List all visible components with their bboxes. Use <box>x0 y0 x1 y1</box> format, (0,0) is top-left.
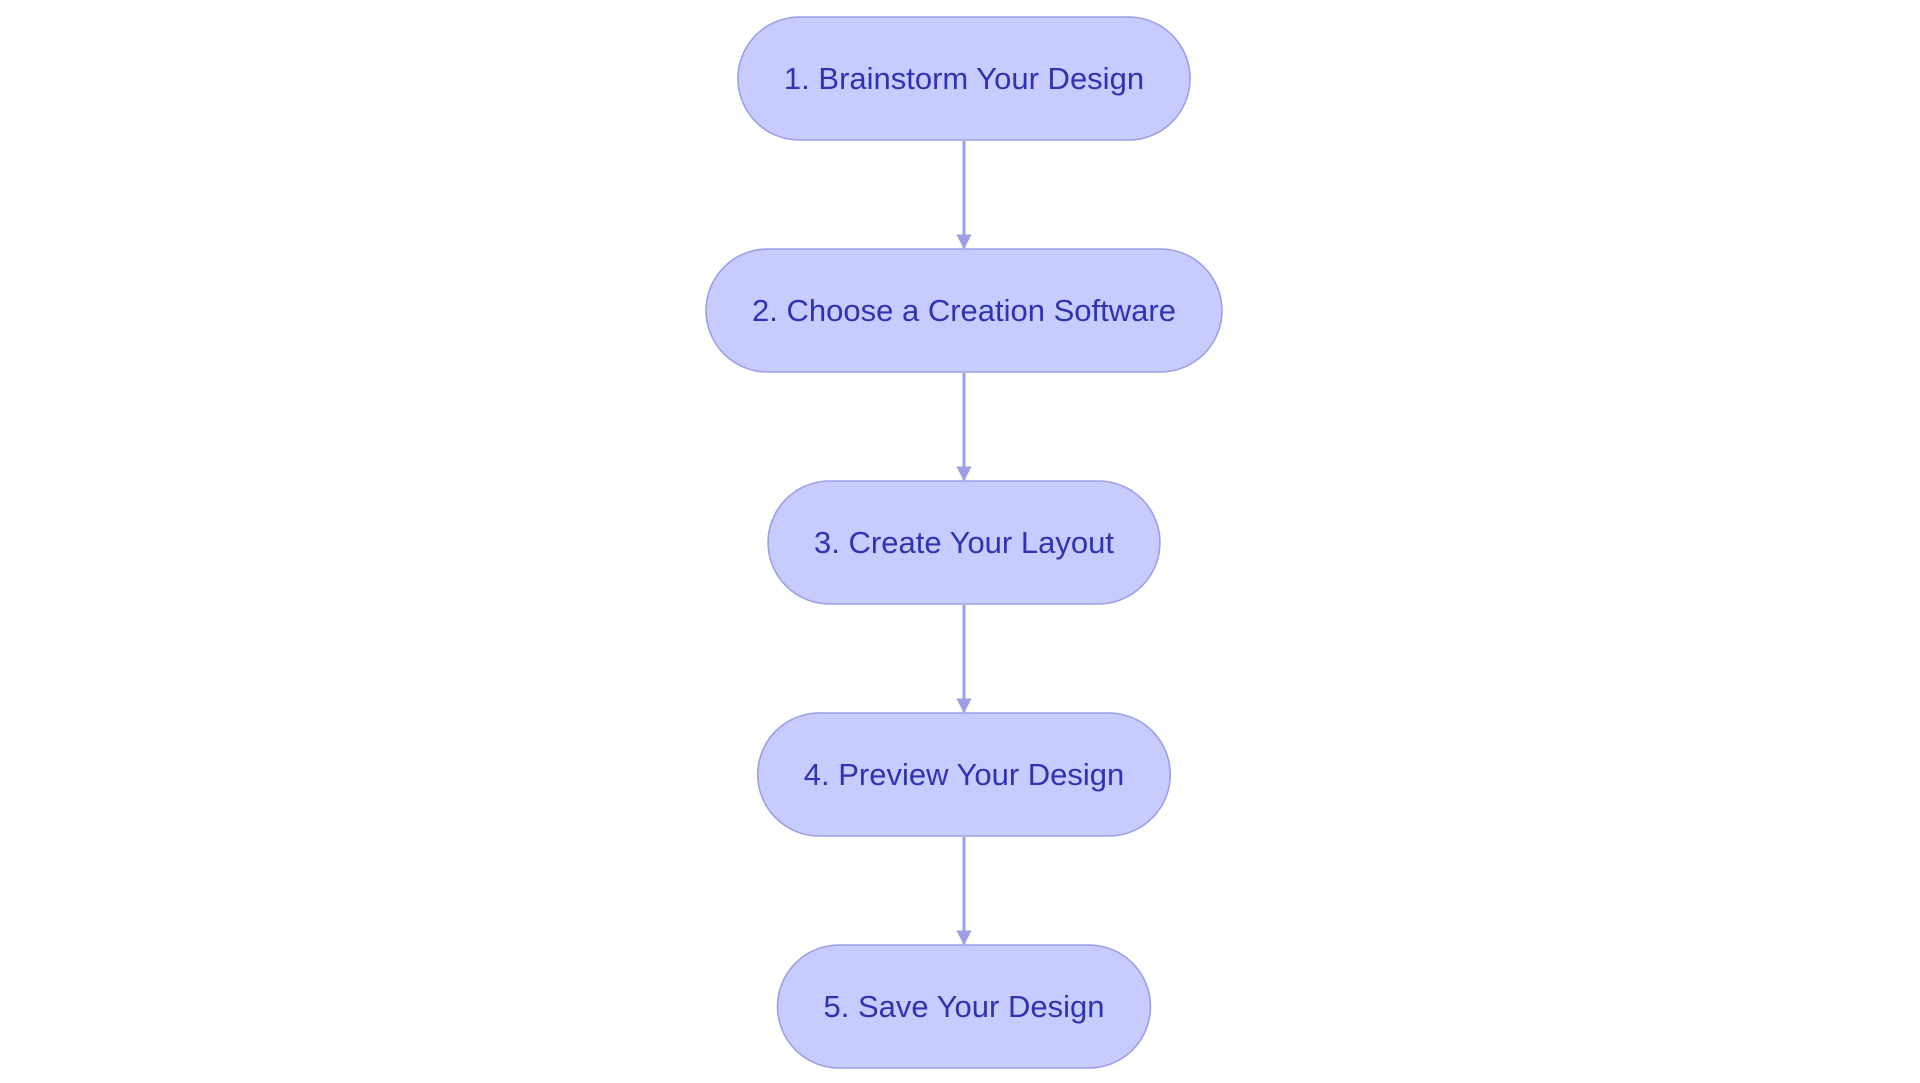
flow-node-step3: 3. Create Your Layout <box>767 480 1161 605</box>
node-label-step5: 5. Save Your Design <box>824 989 1105 1024</box>
node-shape-step3 <box>767 480 1161 605</box>
node-label-step1: 1. Brainstorm Your Design <box>784 61 1144 96</box>
flow-node-step5: 5. Save Your Design <box>776 944 1152 1069</box>
nodes-layer: 1. Brainstorm Your Design 2. Choose a Cr… <box>705 16 1223 1069</box>
flow-node-step2: 2. Choose a Creation Software <box>705 248 1223 373</box>
node-shape-step4 <box>756 712 1172 837</box>
node-shape-step2 <box>705 248 1223 373</box>
node-label-step3: 3. Create Your Layout <box>814 525 1114 560</box>
flow-node-step1: 1. Brainstorm Your Design <box>737 16 1191 141</box>
node-label-step4: 4. Preview Your Design <box>804 757 1125 792</box>
flow-node-step4: 4. Preview Your Design <box>756 712 1172 837</box>
node-shape-step1 <box>737 16 1191 141</box>
node-shape-step5 <box>776 944 1152 1069</box>
node-label-step2: 2. Choose a Creation Software <box>752 293 1176 328</box>
